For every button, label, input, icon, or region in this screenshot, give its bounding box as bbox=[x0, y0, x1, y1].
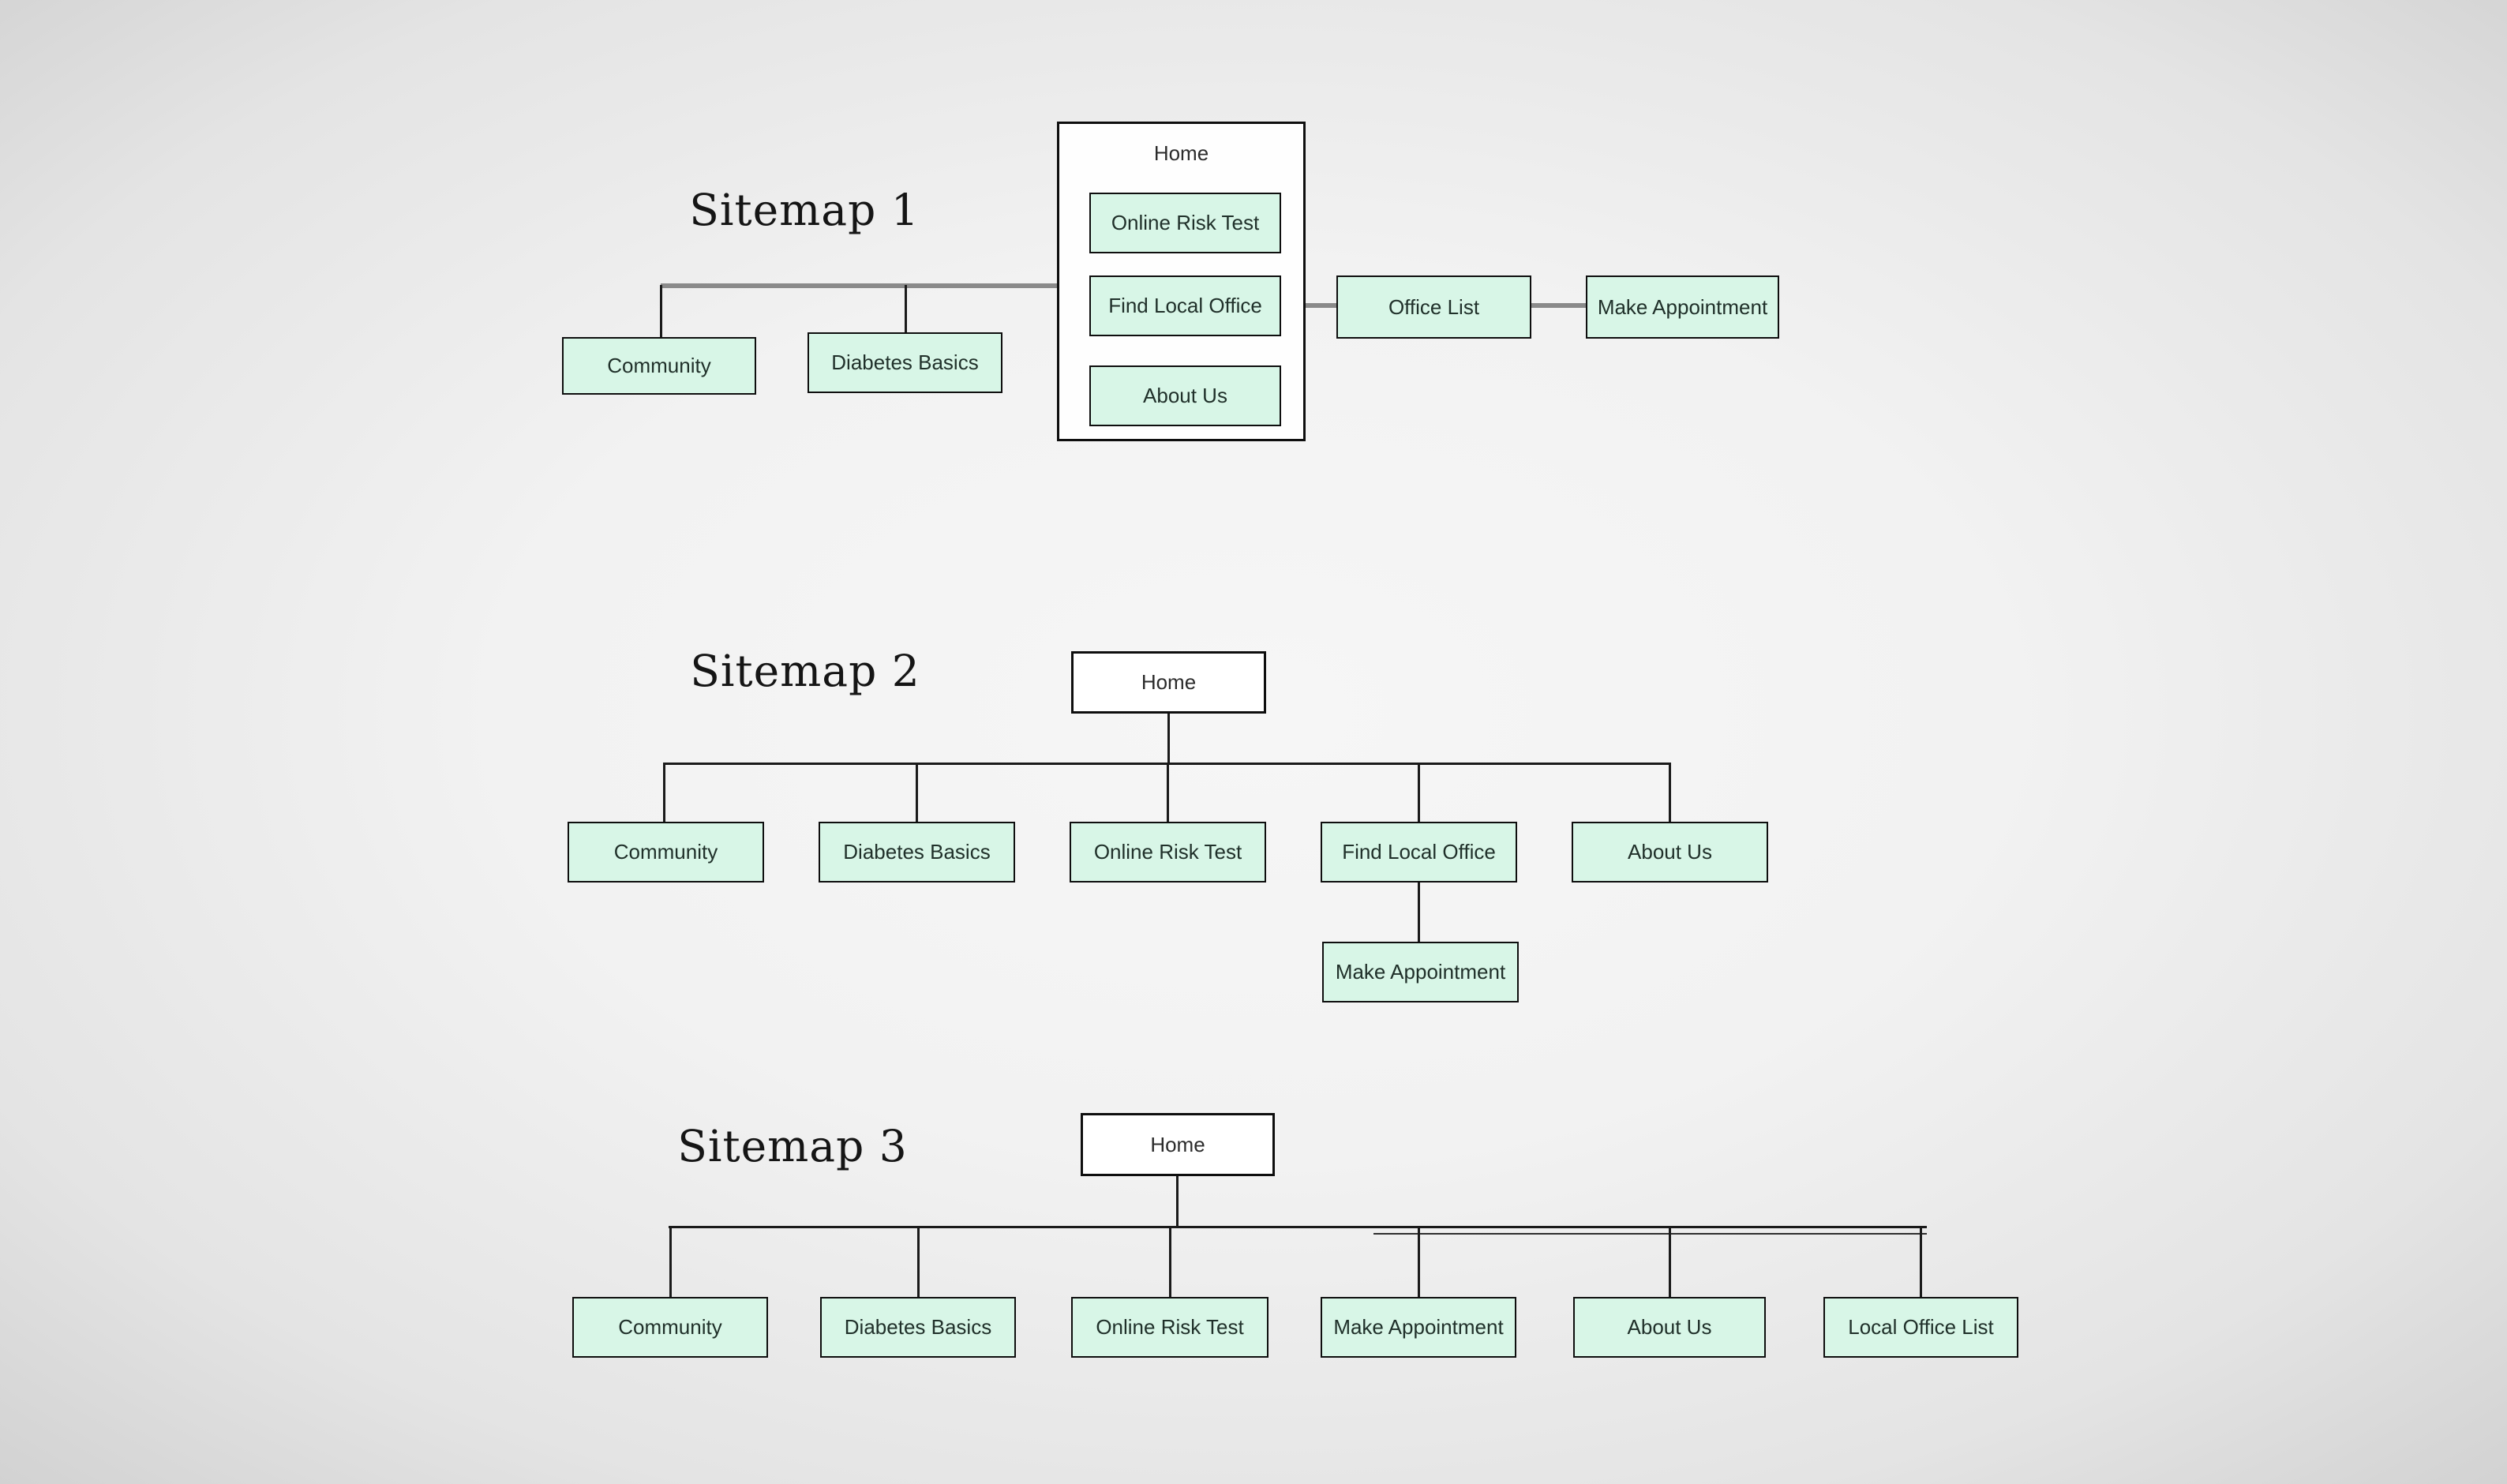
sitemap2-drop-about-us bbox=[1669, 763, 1671, 822]
sitemap1-title: Sitemap 1 bbox=[689, 185, 920, 235]
node-online-risk-test: Online Risk Test bbox=[1070, 822, 1266, 883]
sitemap3-drop-online-risk-test bbox=[1169, 1226, 1171, 1297]
node-local-office-list: Local Office List bbox=[1823, 1297, 2018, 1358]
sitemap1-community-drop-connector bbox=[660, 285, 662, 338]
node-make-appointment: Make Appointment bbox=[1321, 1297, 1516, 1358]
sitemap2-drop-online-risk-test bbox=[1167, 763, 1169, 822]
node-online-risk-test: Online Risk Test bbox=[1071, 1297, 1268, 1358]
node-community: Community bbox=[572, 1297, 768, 1358]
sitemap1-office-list-connector bbox=[1279, 303, 1337, 308]
sitemap3-drop-about-us bbox=[1669, 1226, 1671, 1297]
sitemap3-horizontal-connector bbox=[669, 1226, 1927, 1228]
sitemap3-home-drop-connector bbox=[1176, 1176, 1179, 1227]
sitemap1-home-label: Home bbox=[1153, 141, 1209, 165]
node-community: Community bbox=[568, 822, 764, 883]
sitemap2-drop-find-local-office bbox=[1418, 763, 1420, 822]
sitemap3-title: Sitemap 3 bbox=[677, 1121, 908, 1171]
sitemap1-left-horizontal-connector bbox=[661, 283, 1058, 288]
node-about-us: About Us bbox=[1572, 822, 1768, 883]
node-online-risk-test: Online Risk Test bbox=[1089, 193, 1281, 253]
sitemap1-home-frame: Home Online Risk Test Find Local Office … bbox=[1057, 122, 1306, 441]
sitemap3-drop-diabetes bbox=[917, 1226, 920, 1297]
sitemap3-drop-make-appointment bbox=[1418, 1226, 1420, 1297]
sitemap3-home-box: Home bbox=[1081, 1113, 1275, 1176]
node-find-local-office: Find Local Office bbox=[1089, 275, 1281, 336]
sitemap1-make-appointment-connector bbox=[1531, 303, 1587, 308]
sitemap3-drop-community bbox=[669, 1226, 672, 1297]
sitemap2-make-appointment-connector bbox=[1418, 883, 1420, 942]
sitemap2-home-box: Home bbox=[1071, 651, 1266, 714]
sitemap3-horizontal-connector-overlap bbox=[1373, 1233, 1927, 1235]
node-diabetes-basics: Diabetes Basics bbox=[808, 332, 1002, 393]
node-about-us: About Us bbox=[1573, 1297, 1766, 1358]
sitemap1-diabetes-drop-connector bbox=[905, 285, 907, 333]
sitemap2-drop-community bbox=[663, 763, 665, 822]
sitemap2-home-drop-connector bbox=[1167, 714, 1170, 764]
sitemap3-drop-local-office-list bbox=[1920, 1226, 1922, 1297]
sitemap2-title: Sitemap 2 bbox=[690, 646, 920, 696]
node-community: Community bbox=[562, 337, 756, 395]
node-make-appointment: Make Appointment bbox=[1322, 942, 1519, 1002]
node-diabetes-basics: Diabetes Basics bbox=[819, 822, 1015, 883]
node-diabetes-basics: Diabetes Basics bbox=[820, 1297, 1016, 1358]
node-office-list: Office List bbox=[1336, 275, 1531, 339]
sitemap2-drop-diabetes bbox=[916, 763, 918, 822]
node-make-appointment: Make Appointment bbox=[1586, 275, 1779, 339]
node-find-local-office: Find Local Office bbox=[1321, 822, 1517, 883]
node-about-us: About Us bbox=[1089, 365, 1281, 426]
